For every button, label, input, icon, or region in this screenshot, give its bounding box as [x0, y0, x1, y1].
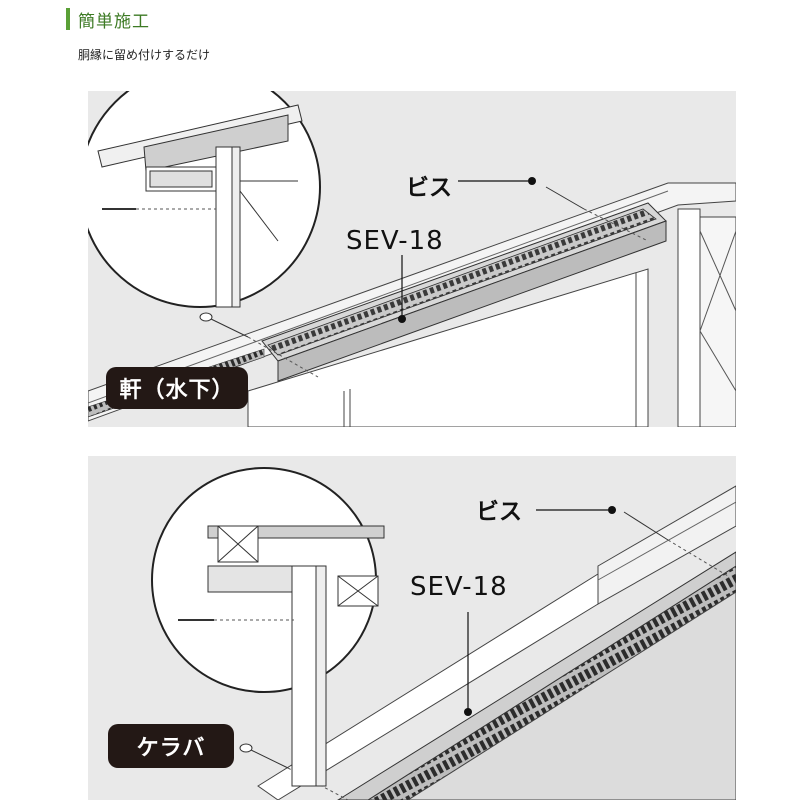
- verge-badge: ケラバ: [108, 724, 234, 768]
- verge-illustration: [151, 467, 736, 800]
- eaves-illustration-panel: [88, 91, 736, 427]
- section-title: 簡単施工: [78, 11, 150, 32]
- verge-product-label: SEV-18: [410, 572, 508, 602]
- eaves-product-label: SEV-18: [346, 226, 444, 256]
- section-header: 簡単施工: [66, 8, 150, 32]
- eaves-badge: 軒（水下）: [106, 367, 248, 409]
- verge-illustration-panel: [88, 456, 736, 800]
- section-subtitle: 胴縁に留め付けするだけ: [78, 48, 211, 62]
- verge-screw-label: ビス: [476, 499, 522, 525]
- eaves-screw-label: ビス: [406, 175, 452, 201]
- header-accent-bar: [66, 8, 70, 30]
- eaves-illustration: [88, 91, 736, 427]
